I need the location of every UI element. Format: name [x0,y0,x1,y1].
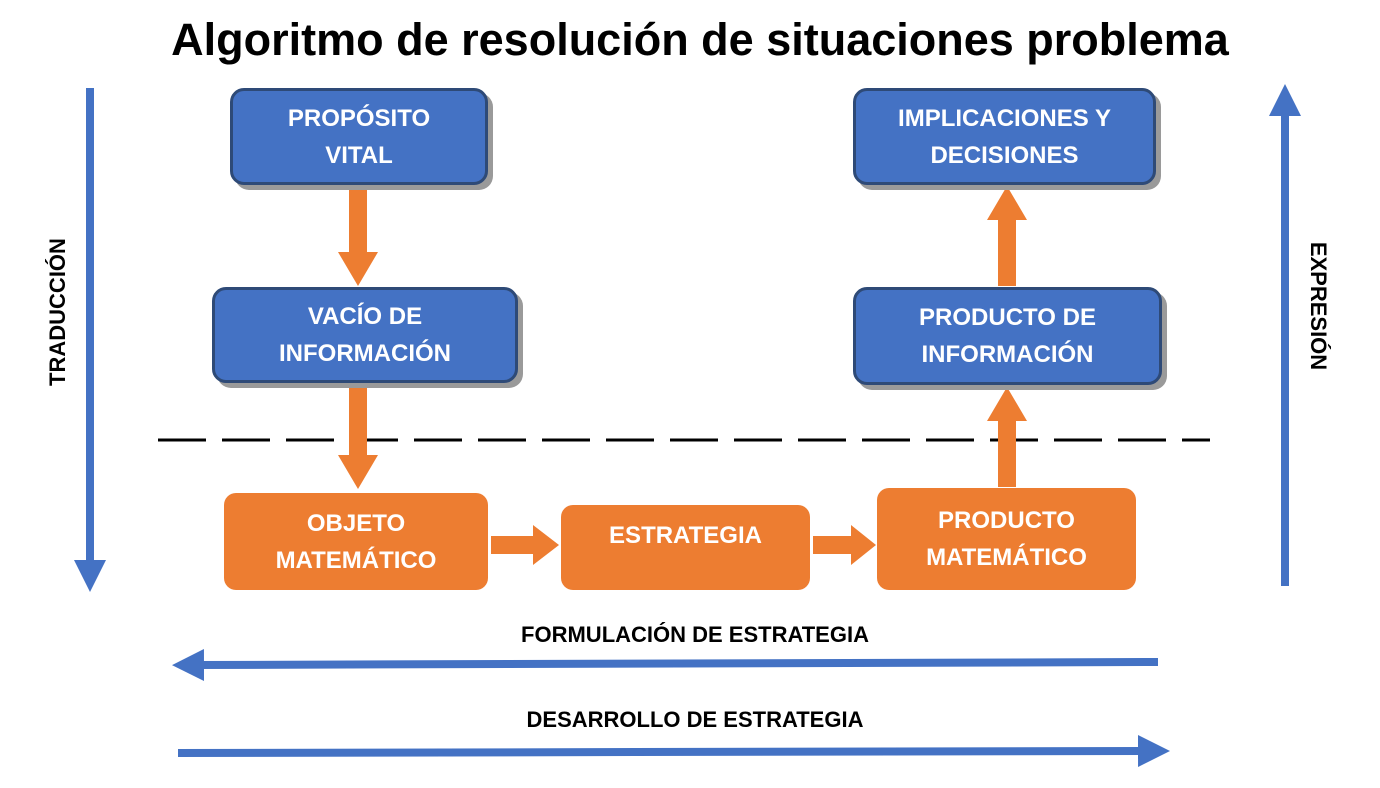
desarrollo-arrow [177,735,1170,768]
arrow-proposito-to-vacio [338,186,378,286]
box-implicaciones-decisiones: IMPLICACIONES Y DECISIONES [853,88,1156,185]
label-expresion: EXPRESIÓN [1306,241,1331,371]
box-producto-matematico: PRODUCTO MATEMÁTICO [877,488,1136,590]
arrow-info-to-implicaciones [987,186,1027,286]
arrow-producto-mat-to-info [987,387,1027,487]
diagram-title: Algoritmo de resolución de situaciones p… [171,14,1229,65]
formulacion-arrow [172,648,1159,681]
arrow-vacio-to-objeto [338,385,378,489]
arrow-estrategia-to-producto [813,525,876,565]
box-objeto-matematico: OBJETO MATEMÁTICO [224,493,488,590]
label-traduccion: TRADUCCIÓN [45,238,70,386]
arrow-objeto-to-estrategia [491,525,559,565]
label-desarrollo: DESARROLLO DE ESTRATEGIA [526,707,864,732]
box-producto-informacion: PRODUCTO DE INFORMACIÓN [853,287,1162,385]
box-vacio-informacion: VACÍO DE INFORMACIÓN [212,287,518,383]
box-proposito-vital: PROPÓSITO VITAL [230,88,488,185]
label-formulacion: FORMULACIÓN DE ESTRATEGIA [521,622,869,647]
box-estrategia: ESTRATEGIA [561,505,810,590]
